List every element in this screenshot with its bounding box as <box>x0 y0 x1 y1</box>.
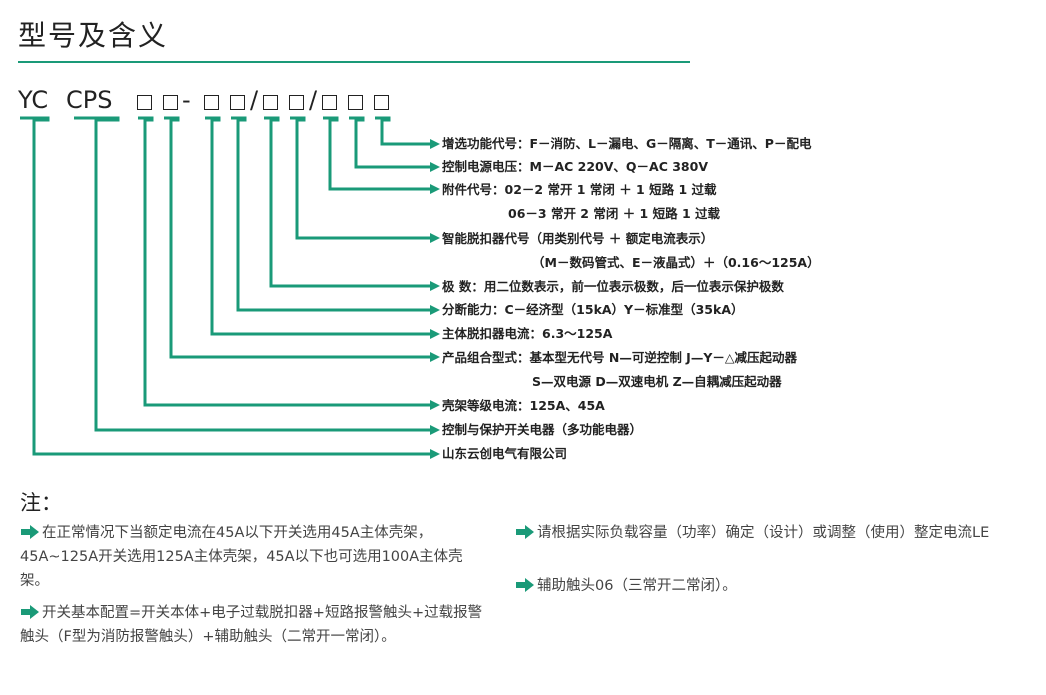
desc-breaking-capacity: 分断能力：C－经济型（15kA）Y－标准型（35kA） <box>442 302 744 317</box>
desc-accessory-2: 06－3 常开 2 常闭 ＋ 1 短路 1 过载 <box>508 206 720 221</box>
connector-box-2 <box>164 116 430 359</box>
note-1: 在正常情况下当额定电流在45A以下开关选用45A主体壳架，45A~125A开关选… <box>20 521 490 593</box>
connector-box-4 <box>231 116 430 312</box>
desc-control-voltage: 控制电源电压：M－AC 220V、Q－AC 380V <box>442 159 708 174</box>
note-3: 请根据实际负载容量（功率）确定（设计）或调整（使用）整定电流LE <box>515 521 1040 545</box>
note-2-text: 开关基本配置=开关本体+电子过载脱扣器+短路报警触头+过载报警触头（F型为消防报… <box>20 605 483 645</box>
connector-series <box>74 116 430 432</box>
note-2: 开关基本配置=开关本体+电子过载脱扣器+短路报警触头+过载报警触头（F型为消防报… <box>20 601 490 649</box>
code-series: CPS <box>66 86 113 114</box>
note-1-text: 在正常情况下当额定电流在45A以下开关选用45A主体壳架，45A~125A开关选… <box>20 525 463 589</box>
code-box-9 <box>374 95 389 110</box>
connector-box-1 <box>138 116 430 407</box>
arrow-right-icon <box>516 525 534 539</box>
connector-box-5 <box>264 116 430 288</box>
title-underline <box>18 61 690 63</box>
arrow-right-icon <box>516 578 534 592</box>
code-box-7 <box>322 95 337 110</box>
code-box-5 <box>263 95 278 110</box>
code-brand: YC <box>18 86 49 114</box>
desc-main-trip-current: 主体脱扣器电流：6.3～125A <box>442 326 613 341</box>
code-box-6 <box>289 95 304 110</box>
desc-product-type: 控制与保护开关电器（多功能电器） <box>442 422 643 437</box>
code-box-2 <box>163 95 178 110</box>
desc-poles: 极 数：用二位数表示，前一位表示极数，后一位表示保护极数 <box>442 279 784 294</box>
connector-box-7 <box>323 116 430 191</box>
connector-box-9 <box>375 116 430 146</box>
desc-combination: 产品组合型式：基本型无代号 N—可逆控制 J—Y－△减压起动器 <box>442 350 797 365</box>
desc-company: 山东云创电气有限公司 <box>442 446 568 461</box>
code-slash-2: / <box>309 86 318 114</box>
note-3-text: 请根据实际负载容量（功率）确定（设计）或调整（使用）整定电流LE <box>537 525 990 541</box>
connector-box-6 <box>290 116 430 240</box>
desc-trip-unit-2: （M－数码管式、E－液晶式）＋（0.16～125A） <box>532 255 820 270</box>
desc-trip-unit: 智能脱扣器代号（用类别代号 ＋ 额定电流表示） <box>442 231 714 246</box>
code-dash: - <box>182 86 191 114</box>
code-slash-1: / <box>250 86 259 114</box>
page-title: 型号及含义 <box>18 19 169 52</box>
desc-combination-2: S—双电源 D—双速电机 Z—自耦减压起动器 <box>532 374 782 389</box>
note-4-text: 辅助触头06（三常开二常闭）。 <box>537 578 737 594</box>
desc-extra-function: 增选功能代号：F－消防、L－漏电、G－隔离、T－通讯、P－配电 <box>442 136 812 151</box>
arrow-right-icon <box>21 605 39 619</box>
connector-brand <box>20 116 430 456</box>
code-box-4 <box>230 95 245 110</box>
notes-title: 注： <box>20 491 62 515</box>
connector-box-3 <box>205 116 430 336</box>
note-4: 辅助触头06（三常开二常闭）。 <box>515 574 1040 598</box>
arrow-right-icon <box>21 525 39 539</box>
code-box-3 <box>204 95 219 110</box>
desc-accessory: 附件代号：02－2 常开 1 常闭 ＋ 1 短路 1 过载 <box>442 182 717 197</box>
code-box-1 <box>137 95 152 110</box>
connector-box-8 <box>349 116 430 169</box>
code-box-8 <box>348 95 363 110</box>
desc-frame-current: 壳架等级电流：125A、45A <box>442 398 605 413</box>
